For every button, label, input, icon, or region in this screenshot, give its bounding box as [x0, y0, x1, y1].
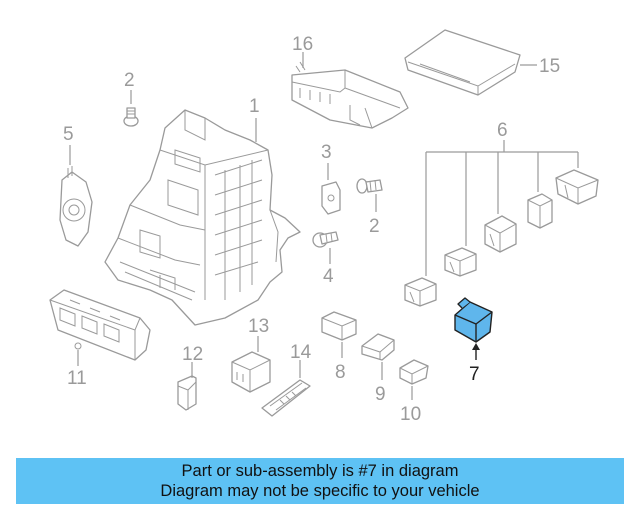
- part-11-fuse-box[interactable]: [49, 289, 151, 361]
- part-8-clip[interactable]: [321, 311, 357, 341]
- banner-line-1: Part or sub-assembly is #7 in diagram: [181, 462, 459, 480]
- callout-14: 14: [290, 342, 312, 363]
- callout-6: 6: [497, 120, 508, 141]
- banner-line-2: Diagram may not be specific to your vehi…: [160, 482, 480, 500]
- callout-11: 11: [67, 368, 87, 389]
- callout-16: 16: [292, 34, 313, 55]
- part-2-screw-right[interactable]: [356, 178, 383, 194]
- part-10-connector[interactable]: [399, 359, 429, 385]
- info-banner: Part or sub-assembly is #7 in diagram Di…: [16, 458, 624, 504]
- part-1-fuse-box[interactable]: [104, 109, 301, 326]
- callout-4: 4: [323, 266, 334, 287]
- part-4-bolt[interactable]: [312, 231, 339, 248]
- callout-9: 9: [375, 384, 386, 405]
- callout-8: 8: [335, 362, 346, 383]
- part-3-clip[interactable]: [321, 181, 341, 215]
- part-6-relays[interactable]: [404, 169, 599, 307]
- callout-13: 13: [248, 316, 269, 337]
- part-9-bracket[interactable]: [361, 333, 395, 361]
- callout-1: 1: [249, 96, 260, 117]
- callout-7: 7: [469, 364, 480, 385]
- callout-2-right: 2: [369, 216, 380, 237]
- part-2-screw-top[interactable]: [123, 107, 139, 127]
- parts-diagram: 1 2 5 16 15 3: [49, 29, 599, 425]
- callout-12: 12: [182, 344, 203, 365]
- callout-2-top: 2: [124, 70, 135, 91]
- part-14-fuse-puller[interactable]: [261, 379, 311, 417]
- callout-10: 10: [400, 404, 421, 425]
- part-7-relay-highlighted[interactable]: [454, 297, 493, 343]
- part-13-mini-relay[interactable]: [231, 351, 271, 393]
- part-5-sensor[interactable]: [59, 166, 93, 247]
- callout-15: 15: [539, 56, 560, 77]
- part-15-flat-module[interactable]: [404, 29, 521, 96]
- part-12-fuse[interactable]: [177, 375, 197, 411]
- part-16-module[interactable]: [291, 61, 409, 129]
- callout-5: 5: [63, 124, 74, 145]
- callout-3: 3: [321, 142, 332, 163]
